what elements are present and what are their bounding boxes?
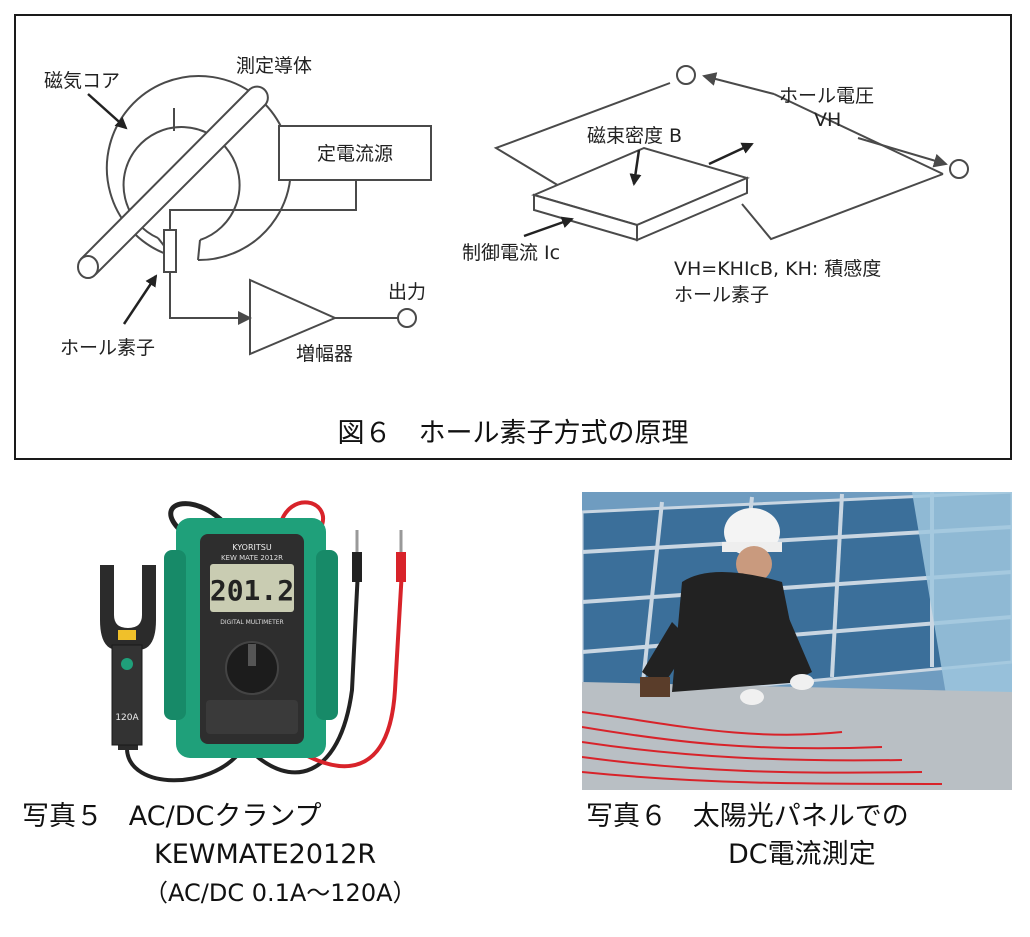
constant-current-source [278, 125, 432, 181]
model-text: KEW MATE 2012R [221, 554, 283, 562]
flux-density-label: 磁束密度 B [587, 125, 682, 147]
output-terminal [397, 308, 417, 328]
photo5-title-line2: KEWMATE2012R [154, 839, 377, 870]
formula-text: VH=KHIcB, KH: 積感度 [674, 258, 881, 280]
control-current-label: 制御電流 Ic [462, 242, 560, 264]
meter-subtitle: DIGITAL MULTIMETER [220, 619, 283, 626]
figure-caption: 図６ ホール素子方式の原理 [338, 418, 689, 449]
photo5-number: 写真５ [22, 801, 103, 832]
lcd-reading: 201.2 [210, 574, 294, 607]
photo6-caption: 写真６ 太陽光パネルでの [586, 800, 909, 834]
photo-clamp-meter: 120A KYORITSU KEW MATE 2012R 201.2 DIGIT… [100, 500, 406, 783]
conductor-label: 測定導体 [236, 55, 312, 77]
formula-text-hall-element: ホール素子 [674, 284, 769, 306]
current-source-label: 定電流源 [317, 143, 393, 165]
hall-voltage-label: ホール電圧 [779, 85, 874, 107]
hall-plate [531, 146, 750, 242]
hall-element [163, 229, 177, 273]
photo6-title-line2: DC電流測定 [728, 839, 876, 870]
photo5-title-line1: AC/DCクランプ [128, 801, 322, 832]
core-label: 磁気コア [44, 70, 120, 92]
amplifier-label: 増幅器 [296, 343, 353, 365]
hall-voltage-symbol: VH [814, 109, 841, 131]
brand-text: KYORITSU [232, 543, 272, 552]
circuit-wires [169, 180, 398, 319]
measuring-conductor [77, 85, 269, 279]
photo5-caption: 写真５ AC/DCクランプ [22, 800, 322, 834]
hall-element-label: ホール素子 [60, 337, 155, 359]
clamp-rating: 120A [115, 713, 139, 723]
figure-6-frame [14, 14, 1012, 460]
output-label: 出力 [388, 281, 426, 303]
photo6-title-line1: 太陽光パネルでの [692, 801, 909, 832]
photo6-number: 写真６ [586, 801, 667, 832]
voltage-terminal-right [949, 159, 969, 179]
photo-solar-panel [582, 492, 1012, 790]
photo5-range: （AC/DC 0.1A～120A） [144, 879, 417, 907]
voltage-terminal-top [676, 65, 696, 85]
hall-effect-diagram: 定電流源 増幅器 出力 磁気コア 測定導体 ホール素子 磁束密度 B ホール電圧… [44, 55, 969, 449]
